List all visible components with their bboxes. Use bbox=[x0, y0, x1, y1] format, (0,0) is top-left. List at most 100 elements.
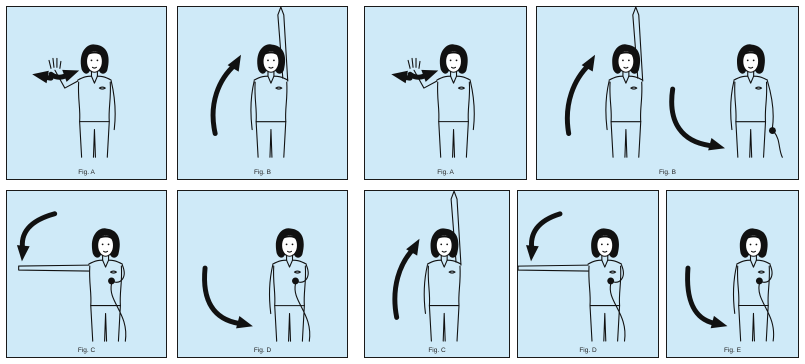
pants bbox=[429, 306, 459, 342]
right-panel-fig-b: Fig. B bbox=[536, 6, 799, 180]
figure-lower-illustration bbox=[178, 191, 347, 357]
shoulders bbox=[78, 76, 112, 80]
collar bbox=[103, 260, 109, 267]
eye bbox=[450, 60, 452, 62]
shoulders bbox=[273, 260, 307, 264]
collar bbox=[748, 76, 754, 83]
motion-arrow bbox=[526, 214, 560, 261]
collar bbox=[751, 260, 757, 267]
shirt-logo bbox=[111, 271, 117, 273]
shoulders bbox=[437, 76, 471, 80]
figure-raise-illustration bbox=[178, 7, 347, 179]
collar bbox=[287, 260, 293, 267]
left-panel-fig-a: Fig. A bbox=[6, 6, 167, 180]
pants bbox=[91, 306, 121, 342]
figure-caption: Fig. A bbox=[365, 169, 526, 176]
figure-caption: Fig. D bbox=[518, 347, 658, 354]
right-arm bbox=[470, 81, 474, 129]
left-arm bbox=[269, 265, 272, 313]
collar bbox=[602, 260, 608, 267]
shoulders bbox=[734, 76, 768, 80]
eye bbox=[607, 244, 609, 246]
figure-wave-illustration bbox=[365, 7, 526, 179]
figure-raise-and-lower-illustration bbox=[537, 7, 798, 179]
hand bbox=[49, 58, 61, 68]
eye bbox=[622, 59, 624, 61]
motion-arrow bbox=[395, 239, 420, 318]
eye bbox=[102, 243, 104, 245]
microphone bbox=[607, 277, 614, 284]
motion-arrow bbox=[213, 55, 241, 134]
right-arm bbox=[767, 81, 773, 127]
collar bbox=[451, 76, 457, 83]
microphone bbox=[292, 277, 299, 284]
figure-caption: Fig. B bbox=[178, 169, 347, 176]
left-panel-fig-b: Fig. B bbox=[177, 6, 348, 180]
collar bbox=[623, 76, 629, 83]
figure-lower-illustration bbox=[667, 191, 798, 357]
figure-caption: Fig. C bbox=[7, 347, 166, 354]
eye bbox=[292, 243, 294, 245]
woman-figure bbox=[518, 228, 625, 341]
eye bbox=[753, 59, 755, 61]
figure-caption: Fig. C bbox=[365, 347, 509, 354]
figure-point-illustration bbox=[518, 191, 658, 357]
woman-figure bbox=[408, 44, 474, 157]
right-arm-bent bbox=[613, 265, 624, 282]
shirt-logo bbox=[756, 87, 762, 89]
collar bbox=[91, 76, 97, 83]
shirt-logo bbox=[758, 271, 764, 273]
woman-figure bbox=[269, 228, 309, 341]
shoulders bbox=[737, 260, 770, 264]
woman-figure bbox=[424, 191, 461, 341]
mic-cord bbox=[774, 133, 782, 158]
collar bbox=[268, 76, 274, 83]
woman-figure bbox=[19, 228, 126, 341]
eye bbox=[628, 59, 630, 61]
figure-wave-illustration bbox=[7, 7, 166, 179]
left-arm-pointing bbox=[19, 265, 89, 271]
microphone bbox=[108, 277, 115, 284]
shirt-logo bbox=[610, 271, 616, 273]
woman-figure bbox=[606, 7, 643, 157]
woman-figure bbox=[731, 44, 783, 157]
shoulders bbox=[588, 260, 622, 264]
pants bbox=[80, 122, 110, 158]
shirt-logo bbox=[631, 87, 637, 89]
shirt-logo bbox=[458, 87, 464, 89]
pants bbox=[256, 122, 286, 158]
figure-raise-illustration bbox=[365, 191, 509, 357]
right-arm-bent bbox=[297, 265, 308, 282]
eye bbox=[601, 244, 603, 246]
eye bbox=[756, 244, 758, 246]
shirt-logo bbox=[449, 271, 455, 273]
eye bbox=[750, 244, 752, 246]
motion-arrow bbox=[32, 71, 51, 84]
motion-arrow bbox=[672, 89, 725, 150]
left-arm bbox=[606, 81, 609, 129]
pants bbox=[275, 306, 305, 342]
right-panel-fig-d: Fig. D bbox=[517, 190, 659, 358]
left-arm bbox=[731, 81, 734, 129]
eye bbox=[440, 244, 442, 246]
right-panel-fig-a: Fig. A bbox=[364, 6, 527, 180]
right-arm-bent bbox=[113, 265, 124, 282]
shirt-logo bbox=[276, 87, 282, 89]
pants bbox=[736, 122, 766, 158]
left-panel-fig-d: Fig. D bbox=[177, 190, 348, 358]
microphone bbox=[756, 277, 763, 284]
motion-arrow bbox=[567, 55, 595, 134]
woman-figure bbox=[251, 7, 288, 157]
left-arm bbox=[251, 81, 254, 129]
pants bbox=[590, 306, 620, 341]
shirt-logo bbox=[294, 271, 300, 273]
motion-arrow bbox=[205, 268, 253, 328]
eye bbox=[747, 59, 749, 61]
pants bbox=[439, 122, 469, 158]
right-panel-fig-e: Fig. E bbox=[666, 190, 799, 358]
eye bbox=[108, 243, 110, 245]
left-arm bbox=[733, 265, 736, 313]
figure-point-illustration bbox=[7, 191, 166, 357]
pants bbox=[611, 122, 641, 158]
figure-caption: Fig. D bbox=[178, 347, 347, 354]
